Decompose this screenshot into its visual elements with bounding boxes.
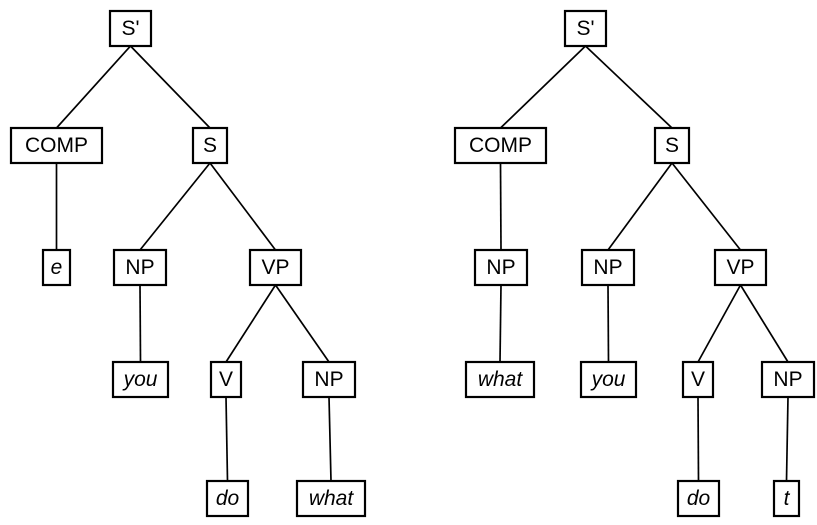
node-label-R-S: S bbox=[665, 134, 679, 157]
tree-node-L-e[interactable]: e bbox=[41, 248, 72, 287]
tree-node-R-t[interactable]: t bbox=[772, 479, 801, 518]
node-label-R-V: V bbox=[691, 368, 705, 391]
node-box-R-S bbox=[653, 126, 691, 165]
node-label-R-NP0: NP bbox=[486, 256, 515, 279]
tree-edges-layer bbox=[55, 45, 789, 482]
tree-edge-R-S-to-R-VP bbox=[671, 162, 742, 251]
node-box-R-VP bbox=[713, 248, 768, 287]
node-label-L-V: V bbox=[219, 368, 233, 391]
tree-edge-R-NP1-to-R-you bbox=[607, 284, 610, 363]
tree-edge-R-VP-to-R-NP2 bbox=[739, 284, 789, 363]
tree-edge-R-S-to-R-NP1 bbox=[607, 162, 673, 251]
node-box-L-S bbox=[191, 126, 229, 165]
tree-node-R-you[interactable]: you bbox=[579, 360, 638, 399]
tree-edge-L-NP1-to-L-you bbox=[139, 284, 142, 363]
node-box-L-Sbar bbox=[108, 9, 153, 48]
tree-edge-L-S-to-L-NP1 bbox=[139, 162, 211, 251]
node-label-L-NP2: NP bbox=[314, 368, 343, 391]
node-label-L-VP: VP bbox=[261, 256, 289, 279]
node-box-L-COMP bbox=[9, 126, 104, 165]
node-label-L-Sbar: S' bbox=[121, 17, 139, 40]
node-label-L-what: what bbox=[309, 487, 355, 510]
node-label-R-you: you bbox=[590, 368, 626, 391]
node-label-L-do: do bbox=[216, 487, 240, 510]
node-box-R-COMP bbox=[453, 126, 548, 165]
node-label-R-NP2: NP bbox=[773, 368, 802, 391]
tree-edge-R-Sbar-to-R-COMP bbox=[499, 45, 587, 129]
node-label-R-do: do bbox=[687, 487, 711, 510]
tree-edge-L-VP-to-L-NP2 bbox=[274, 284, 330, 363]
tree-node-R-do[interactable]: do bbox=[676, 479, 721, 518]
node-label-L-e: e bbox=[51, 256, 63, 279]
tree-node-R-Sbar[interactable]: S' bbox=[563, 9, 608, 48]
node-box-L-what bbox=[295, 479, 367, 518]
node-label-R-NP1: NP bbox=[593, 256, 622, 279]
tree-edge-R-NP0-to-R-what bbox=[499, 284, 502, 363]
node-label-R-t: t bbox=[784, 487, 791, 510]
tree-node-L-VP[interactable]: VP bbox=[248, 248, 303, 287]
tree-edge-group-tree-right bbox=[499, 45, 789, 482]
tree-edge-L-S-to-L-VP bbox=[209, 162, 277, 251]
tree-node-R-COMP[interactable]: COMP bbox=[453, 126, 548, 165]
tree-node-R-NP2[interactable]: NP bbox=[760, 360, 816, 399]
tree-node-L-S[interactable]: S bbox=[191, 126, 229, 165]
node-box-R-you bbox=[579, 360, 638, 399]
tree-edge-group-tree-left bbox=[55, 45, 332, 482]
node-box-L-V bbox=[209, 360, 243, 399]
node-box-R-NP2 bbox=[760, 360, 816, 399]
tree-node-R-V[interactable]: V bbox=[681, 360, 715, 399]
tree-edge-L-V-to-L-do bbox=[225, 396, 229, 482]
tree-node-R-NP0[interactable]: NP bbox=[473, 248, 529, 287]
node-box-R-t bbox=[772, 479, 801, 518]
node-label-L-you: you bbox=[122, 368, 158, 391]
node-box-L-e bbox=[41, 248, 72, 287]
tree-edge-R-NP2-to-R-t bbox=[785, 396, 789, 482]
tree-edge-L-NP2-to-L-what bbox=[328, 396, 332, 482]
tree-edge-R-V-to-R-do bbox=[697, 396, 700, 482]
node-box-R-Sbar bbox=[563, 9, 608, 48]
node-box-R-what bbox=[464, 360, 536, 399]
tree-node-L-V[interactable]: V bbox=[209, 360, 243, 399]
tree-node-R-S[interactable]: S bbox=[653, 126, 691, 165]
tree-node-group-tree-right: S' COMP S NP NP VP what you V NP do t bbox=[453, 9, 816, 518]
tree-node-L-NP1[interactable]: NP bbox=[112, 248, 168, 287]
tree-node-R-NP1[interactable]: NP bbox=[580, 248, 636, 287]
node-box-R-do bbox=[676, 479, 721, 518]
tree-node-L-do[interactable]: do bbox=[205, 479, 250, 518]
tree-node-L-you[interactable]: you bbox=[111, 360, 170, 399]
node-box-L-do bbox=[205, 479, 250, 518]
node-label-L-NP1: NP bbox=[125, 256, 154, 279]
node-box-L-you bbox=[111, 360, 170, 399]
node-label-R-what: what bbox=[478, 368, 524, 391]
node-box-L-NP2 bbox=[301, 360, 357, 399]
tree-node-L-NP2[interactable]: NP bbox=[301, 360, 357, 399]
tree-edge-R-COMP-to-R-NP0 bbox=[499, 162, 502, 251]
node-label-L-S: S bbox=[203, 134, 217, 157]
tree-edge-L-Sbar-to-L-COMP bbox=[55, 45, 132, 129]
node-box-R-NP0 bbox=[473, 248, 529, 287]
node-box-R-V bbox=[681, 360, 715, 399]
tree-node-L-what[interactable]: what bbox=[295, 479, 367, 518]
tree-edge-L-VP-to-L-V bbox=[225, 284, 277, 363]
node-label-R-Sbar: S' bbox=[576, 17, 594, 40]
node-label-L-COMP: COMP bbox=[25, 134, 88, 157]
node-label-R-COMP: COMP bbox=[469, 134, 532, 157]
tree-edge-R-Sbar-to-R-S bbox=[584, 45, 673, 129]
tree-node-L-COMP[interactable]: COMP bbox=[9, 126, 104, 165]
node-box-L-VP bbox=[248, 248, 303, 287]
tree-edge-R-VP-to-R-V bbox=[697, 284, 742, 363]
node-box-R-NP1 bbox=[580, 248, 636, 287]
tree-node-R-VP[interactable]: VP bbox=[713, 248, 768, 287]
tree-edge-L-Sbar-to-L-S bbox=[129, 45, 211, 129]
node-box-L-NP1 bbox=[112, 248, 168, 287]
tree-node-R-what[interactable]: what bbox=[464, 360, 536, 399]
tree-node-L-Sbar[interactable]: S' bbox=[108, 9, 153, 48]
node-label-R-VP: VP bbox=[726, 256, 754, 279]
